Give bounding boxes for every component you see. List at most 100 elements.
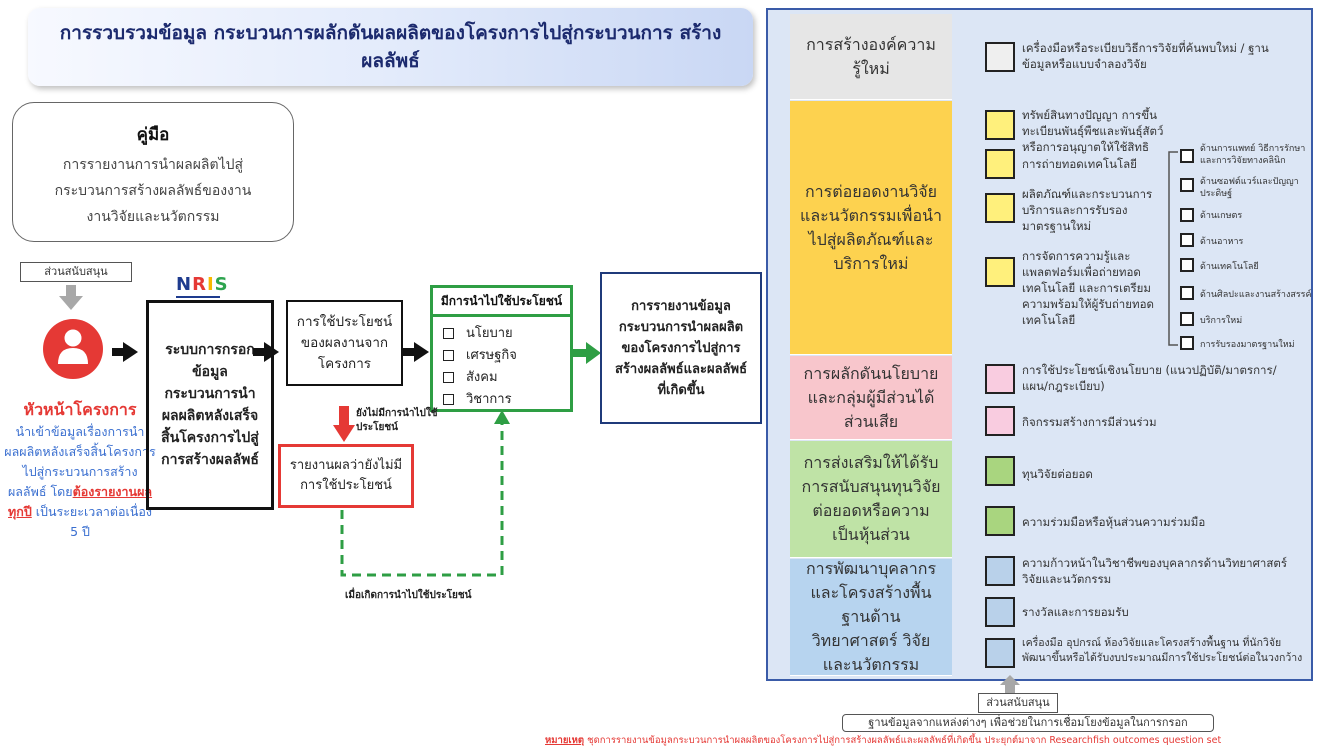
system-box-text: ระบบการกรอกข้อมูล กระบวนการนำผลผลิตหลังเ… (161, 342, 259, 468)
item-text: ความร่วมมือหรือหุ้นส่วนความร่วมมือ (1022, 515, 1206, 529)
right-arrow-icon (253, 342, 279, 362)
sub-item-text: ด้านศิลปะและงานสร้างสรรค์ (1200, 290, 1312, 300)
sub-item-text: ด้านอาหาร (1200, 237, 1244, 247)
benefit-box-text: การใช้ประโยชน์ของผลงานจากโครงการ (296, 313, 393, 372)
sub-item-text: ด้านเทคโนโลยี (1200, 262, 1259, 272)
checkbox-icon (443, 350, 454, 361)
sub-checkbox-icon (1180, 286, 1194, 300)
sub-checkbox-icon (1180, 336, 1194, 350)
sub-item-text: การรับรองมาตรฐานใหม่ (1200, 340, 1295, 350)
item-text: ความก้าวหน้าในวิชาชีพของบุคลากรด้านวิทยา… (1022, 556, 1288, 586)
item-text: ทุนวิจัยต่อยอด (1022, 467, 1093, 481)
section-label-knowledge: การสร้างองค์ความรู้ใหม่ (790, 14, 952, 100)
nris-letter: I (206, 274, 215, 295)
when-used-label: เมื่อเกิดการนำไปใช้ประโยชน์ (345, 590, 472, 601)
checkbox-icon (985, 110, 1015, 140)
nris-underline (176, 296, 220, 298)
bracket-line (1168, 151, 1178, 346)
item-text: ผลิตภัณฑ์และกระบวนการบริการและการรับรองม… (1022, 187, 1153, 233)
person-icon (43, 319, 103, 379)
checkbox-icon (985, 193, 1015, 223)
person-text-1: นำเข้าข้อมูลเรื่องการนำผลผลิตหลังเสร็จสิ… (4, 424, 156, 499)
checkbox-icon (443, 394, 454, 405)
right-arrow-icon (403, 342, 429, 362)
checkbox-icon (985, 556, 1015, 586)
dashed-feedback-path (340, 410, 510, 577)
checkbox-icon (985, 364, 1015, 394)
used-option-label: สังคม (466, 370, 498, 385)
up-arrow-icon (1000, 675, 1020, 694)
footnote-label: หมายเหตุ (545, 735, 585, 746)
item-text: การจัดการความรู้และแพลตฟอร์มเพื่อถ่ายทอด… (1022, 249, 1154, 327)
used-header: มีการนำไปใช้ประโยชน์ (430, 285, 573, 317)
down-arrow-icon (59, 285, 83, 310)
footnote: หมายเหตุ ชุดการรายงานข้อมูลกระบวนการนำผล… (545, 735, 1315, 747)
sub-item-text: ด้านเกษตร (1200, 211, 1243, 221)
section-label-funding: การส่งเสริมให้ได้รับการสนับสนุนทุนวิจัยต… (790, 441, 952, 558)
sub-checkbox-icon (1180, 149, 1194, 163)
nris-letter: R (192, 274, 207, 295)
sub-item-text: ด้านซอฟต์แวร์และปัญญาประดิษฐ์ (1200, 177, 1299, 199)
checkbox-icon (985, 406, 1015, 436)
used-option: เศรษฐกิจ (443, 345, 570, 367)
checkbox-icon (985, 638, 1015, 668)
manual-heading: คู่มือ (136, 125, 170, 145)
system-box: ระบบการกรอกข้อมูล กระบวนการนำผลผลิตหลังเ… (146, 300, 274, 510)
support-tag-right: ส่วนสนับสนุน (978, 693, 1058, 713)
green-right-arrow-icon (573, 342, 601, 364)
sub-item-text: บริการใหม่ (1200, 316, 1243, 326)
checkbox-icon (443, 328, 454, 339)
database-box: ฐานข้อมูลจากแหล่งต่างๆ เพื่อช่วยในการเชื… (842, 714, 1214, 732)
checkbox-icon (985, 42, 1015, 72)
checkbox-icon (985, 506, 1015, 536)
person-role: หัวหน้าโครงการ (23, 400, 137, 419)
title-banner: การรวบรวมข้อมูล กระบวนการผลักดันผลผลิตขอ… (28, 8, 753, 86)
sub-checkbox-icon (1180, 258, 1194, 272)
checkbox-icon (985, 257, 1015, 287)
item-text: ทรัพย์สินทางปัญญา การขึ้นทะเบียนพันธุ์พื… (1022, 108, 1164, 154)
used-option: สังคม (443, 367, 570, 389)
section-label-innovation: การต่อยอดงานวิจัยและนวัตกรรมเพื่อนำไปสู่… (790, 101, 952, 355)
checkbox-icon (985, 456, 1015, 486)
red-down-arrow-icon (333, 406, 355, 442)
sub-item-text: ด้านการแพทย์ วิธีการรักษาและการวิจัยทางค… (1200, 144, 1306, 166)
item-text: การใช้ประโยชน์เชิงนโยบาย (แนวปฏิบัติ/มาต… (1022, 363, 1277, 393)
section-label-personnel: การพัฒนาบุคลากรและโครงสร้างพื้นฐานด้านวิ… (790, 559, 952, 676)
right-arrow-icon (112, 342, 138, 362)
used-option: นโยบาย (443, 323, 570, 345)
footnote-text: ชุดการรายงานข้อมูลกระบวนการนำผลผลิตของโค… (584, 735, 1222, 746)
sub-checkbox-icon (1180, 233, 1194, 247)
checkbox-icon (443, 372, 454, 383)
support-tag-left: ส่วนสนับสนุน (20, 262, 132, 282)
sub-checkbox-icon (1180, 312, 1194, 326)
used-option-label: นโยบาย (466, 326, 513, 341)
manual-body: การรายงานการนำผลผลิตไปสู่ กระบวนการสร้าง… (54, 157, 252, 225)
item-text: เครื่องมือ อุปกรณ์ ห้องวิจัยและโครงสร้าง… (1022, 637, 1303, 664)
manual-box: คู่มือ การรายงานการนำผลผลิตไปสู่ กระบวนก… (12, 102, 294, 242)
not-used-box: รายงานผลว่ายังไม่มีการใช้ประโยชน์ (278, 444, 414, 508)
report-box-text: การรายงานข้อมูล กระบวนการนำผลผลิตของโครง… (615, 298, 747, 398)
person-emphasis: ต้องรายงานผลทุกปี (8, 484, 153, 519)
used-option: วิชาการ (443, 389, 570, 411)
used-option-label: วิชาการ (466, 392, 512, 407)
not-used-box-text: รายงานผลว่ายังไม่มีการใช้ประโยชน์ (289, 458, 403, 493)
page-title: การรวบรวมข้อมูล กระบวนการผลักดันผลผลิตขอ… (59, 22, 722, 72)
sub-checkbox-icon (1180, 208, 1194, 222)
item-text: กิจกรรมสร้างการมีส่วนร่วม (1022, 415, 1157, 429)
item-text: รางวัลและการยอมรับ (1022, 605, 1129, 619)
person-description: นำเข้าข้อมูลเรื่องการนำผลผลิตหลังเสร็จสิ… (4, 422, 156, 542)
report-box: การรายงานข้อมูล กระบวนการนำผลผลิตของโครง… (600, 272, 762, 424)
benefit-box: การใช้ประโยชน์ของผลงานจากโครงการ (286, 300, 403, 386)
checkbox-icon (985, 149, 1015, 179)
nris-logo: NRIS (176, 274, 229, 295)
item-text: เครื่องมือหรือระเบียบวิธีการวิจัยที่ค้นพ… (1022, 41, 1269, 71)
checkbox-icon (985, 597, 1015, 627)
used-options-box: นโยบาย เศรษฐกิจ สังคม วิชาการ (430, 314, 573, 412)
used-option-label: เศรษฐกิจ (466, 348, 517, 363)
not-used-label: ยังไม่มีการนำไปใช้ประโยชน์ (356, 408, 438, 433)
section-label-policy: การผลักดันนโยบายและกลุ่มผู้มีส่วนได้ส่วน… (790, 356, 952, 440)
person-text-2: เป็นระยะเวลาต่อเนื่อง 5 ปี (31, 504, 152, 539)
item-text: การถ่ายทอดเทคโนโลยี (1022, 157, 1137, 171)
nris-letter: N (176, 274, 193, 295)
sub-checkbox-icon (1180, 178, 1194, 192)
